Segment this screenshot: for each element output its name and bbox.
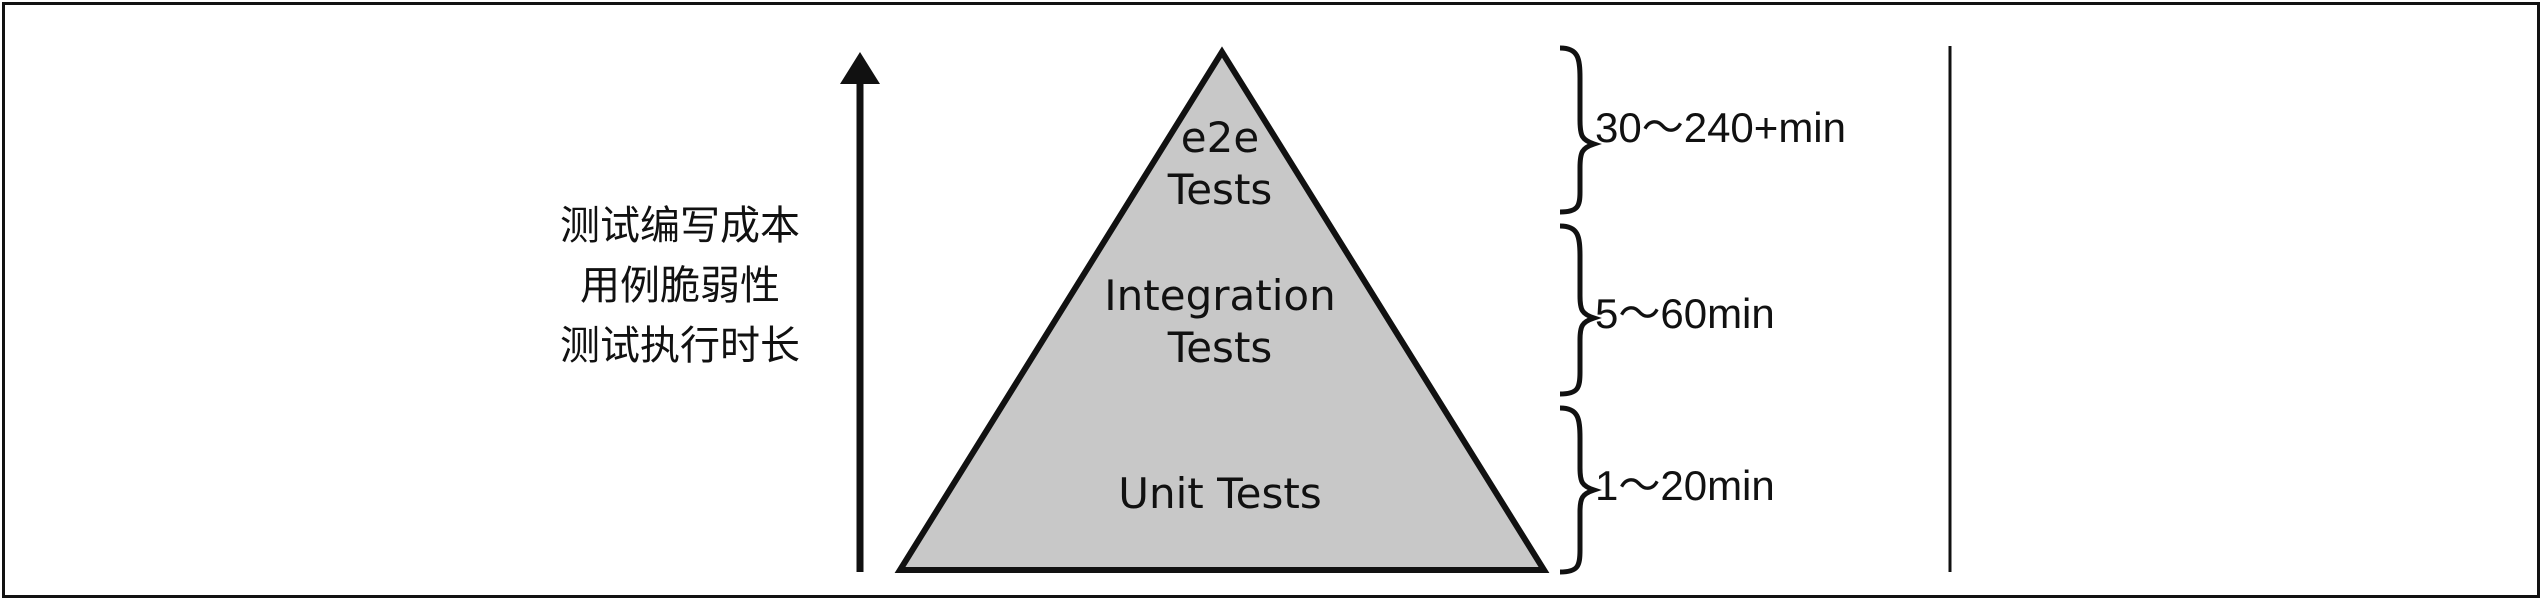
time-label-e2e: 30～240+min <box>1595 104 1846 151</box>
layer-label-integration: Integration Tests <box>920 270 1520 374</box>
time-label-integration: 5～60min <box>1595 290 1775 337</box>
brace-integration <box>1559 223 1602 397</box>
axis-label-line-2: 用例脆弱性 <box>580 263 780 309</box>
layer-label-e2e-line-1: e2e <box>1180 113 1260 162</box>
time-label-unit: 1～20min <box>1595 462 1775 509</box>
brace-e2e <box>1559 45 1602 215</box>
layer-label-e2e: e2e Tests <box>920 112 1520 216</box>
layer-label-e2e-line-2: Tests <box>1167 165 1273 214</box>
axis-label-line-1: 测试编写成本 <box>560 203 800 249</box>
layer-label-unit: Unit Tests <box>920 468 1520 520</box>
layer-label-integration-line-2: Tests <box>1167 323 1273 372</box>
test-pyramid <box>894 46 1550 573</box>
brace-unit <box>1559 405 1602 575</box>
layer-label-integration-line-1: Integration <box>1104 271 1336 320</box>
layer-label-unit-line-1: Unit Tests <box>1118 469 1322 518</box>
arrow-up-icon <box>840 52 880 84</box>
axis-label-line-3: 测试执行时长 <box>560 323 800 369</box>
axis-label: 测试编写成本 用例脆弱性 测试执行时长 <box>480 196 880 376</box>
